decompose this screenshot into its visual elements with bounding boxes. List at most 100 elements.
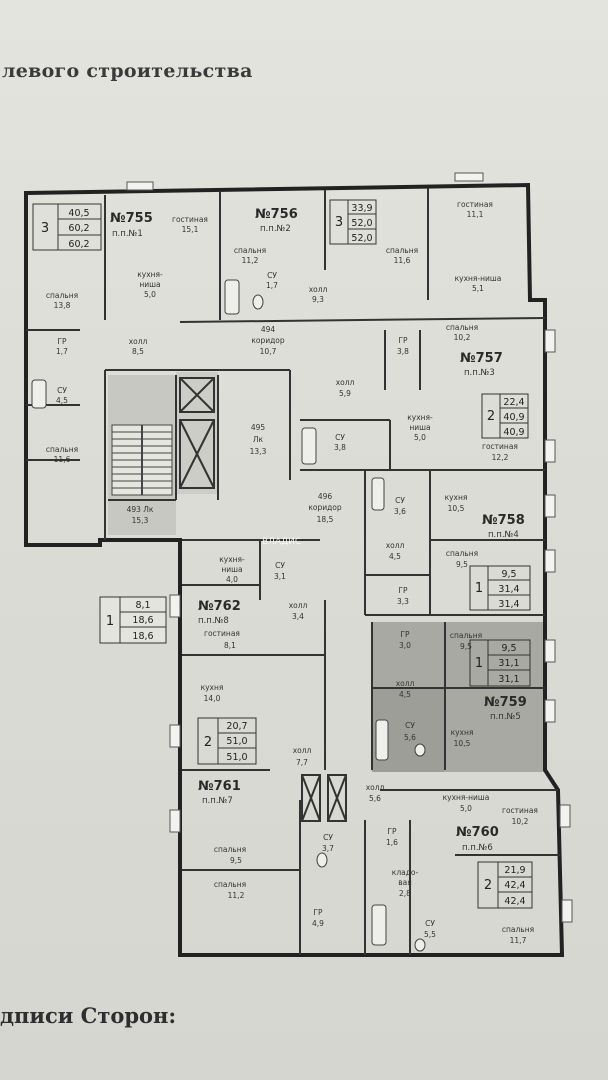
apt-758-rooms: 1 — [475, 581, 483, 596]
apt-757-area-total: 40,9 — [503, 412, 524, 423]
room-label: гостиная — [457, 200, 493, 209]
area-table-758 — [469, 565, 531, 611]
apt-760-area-total: 42,4 — [504, 880, 525, 891]
apt-758-area-living: 9,5 — [501, 569, 516, 580]
room-area: 9,5 — [460, 642, 472, 651]
room-label: ГР — [313, 908, 323, 917]
room-area: 3,7 — [322, 844, 334, 853]
room-area: 13,3 — [250, 447, 267, 456]
room-area: 3,1 — [274, 572, 286, 581]
apt-757-number: №757 — [460, 351, 503, 366]
room-area: 3,4 — [292, 612, 304, 621]
room-area: 15,1 — [182, 225, 199, 234]
room-label: кухня- — [407, 413, 433, 422]
service-zones — [108, 372, 546, 772]
room-area: 5,6 — [404, 733, 416, 742]
apt-762-area-living: 8,1 — [135, 600, 150, 611]
apt-755-number: №755 — [110, 211, 153, 226]
room-label: СУ — [395, 496, 405, 505]
apt-762-area-full: 18,6 — [132, 631, 153, 642]
room-label: ГР — [400, 630, 410, 639]
apt-758-number: №758 — [482, 513, 525, 528]
room-label: гостиная — [172, 215, 208, 224]
room-label: кухня- — [219, 555, 245, 564]
room-label: холл — [386, 541, 405, 550]
room-label: ГР — [398, 586, 408, 595]
room-label: СУ — [323, 833, 333, 842]
room-label: СУ — [267, 271, 277, 280]
bathroom-fixtures — [31, 279, 426, 952]
room-labels: гостиная 15,1 кухня- ниша 5,0 спальня 13… — [46, 200, 538, 945]
apt-760-pp: п.п.№6 — [462, 843, 493, 853]
elevator-shafts — [179, 377, 347, 822]
room-label: 494 — [261, 325, 276, 334]
room-label: холл — [366, 783, 385, 792]
room-label: холл — [309, 285, 328, 294]
room-label: СУ — [425, 919, 435, 928]
windows — [126, 172, 573, 923]
apt-755-area-living: 40,5 — [68, 208, 89, 219]
apt-759-area-living: 9,5 — [501, 643, 516, 654]
room-label: спальня — [502, 925, 534, 934]
area-table-757 — [481, 393, 529, 439]
apt-759-pp: п.п.№5 — [490, 712, 521, 722]
apt-761-rooms: 2 — [204, 735, 212, 750]
apt-757-area-full: 40,9 — [503, 427, 524, 438]
room-label: кухня — [445, 493, 468, 502]
room-area: 4,5 — [399, 690, 411, 699]
apt-760-number: №760 — [456, 825, 499, 840]
room-label: кухня — [451, 728, 474, 737]
room-area: 13,8 — [54, 301, 71, 310]
room-area: 3,6 — [394, 507, 406, 516]
apt-756-area-total: 52,0 — [351, 218, 372, 229]
apt-757-rooms: 2 — [487, 409, 495, 424]
room-area: 10,2 — [512, 817, 529, 826]
apt-756-area-living: 33,9 — [351, 203, 372, 214]
room-label: спальня — [46, 445, 78, 454]
apt-760-area-living: 21,9 — [504, 865, 525, 876]
room-label: ниша — [409, 423, 430, 432]
apt-758-area-full: 31,4 — [498, 599, 519, 610]
room-label: 496 — [318, 492, 333, 501]
room-area: 11,6 — [394, 256, 411, 265]
room-area: 3,8 — [334, 443, 346, 452]
room-area: 7,7 — [296, 758, 308, 767]
room-label: кухня- — [137, 270, 163, 279]
room-label: ниша — [139, 280, 160, 289]
area-table-760 — [477, 861, 533, 909]
room-area: 18,5 — [317, 515, 334, 524]
apt-756-area-full: 52,0 — [351, 233, 372, 244]
room-area: 4,0 — [226, 575, 238, 584]
room-label: коридор — [251, 336, 285, 345]
room-area: 8,5 — [132, 347, 144, 356]
room-label: ГР — [398, 336, 408, 345]
apt-758-area-total: 31,4 — [498, 584, 519, 595]
room-label: холл — [396, 679, 415, 688]
room-label: гостиная — [502, 806, 538, 815]
apt-755-area-full: 60,2 — [68, 239, 89, 250]
room-area: 11,2 — [228, 891, 245, 900]
room-label: СУ — [335, 433, 345, 442]
apt-762-rooms: 1 — [106, 614, 114, 629]
apt-762-number: №762 — [198, 599, 241, 614]
room-label: СУ — [275, 561, 285, 570]
room-area: 3,8 — [397, 347, 409, 356]
room-area: 1,7 — [56, 347, 68, 356]
watermark-text: ВЛАДИС — [262, 537, 301, 547]
room-label: вая — [398, 878, 412, 887]
room-area: 9,3 — [312, 295, 324, 304]
apt-757-area-living: 22,4 — [503, 397, 524, 408]
room-label: ГР — [387, 827, 397, 836]
area-table-762 — [99, 596, 167, 644]
apt-761-area-full: 51,0 — [226, 752, 247, 763]
apt-761-area-total: 51,0 — [226, 736, 247, 747]
room-label: кладо- — [392, 868, 419, 877]
apt-758-pp: п.п.№4 — [488, 530, 519, 540]
room-label: кухня-ниша — [443, 793, 490, 802]
document-header-text: левого строительства — [2, 60, 253, 82]
room-area: 14,0 — [204, 694, 221, 703]
apt-760-rooms: 2 — [484, 878, 492, 893]
interior-walls — [26, 188, 560, 955]
room-area: 5,5 — [424, 930, 436, 939]
